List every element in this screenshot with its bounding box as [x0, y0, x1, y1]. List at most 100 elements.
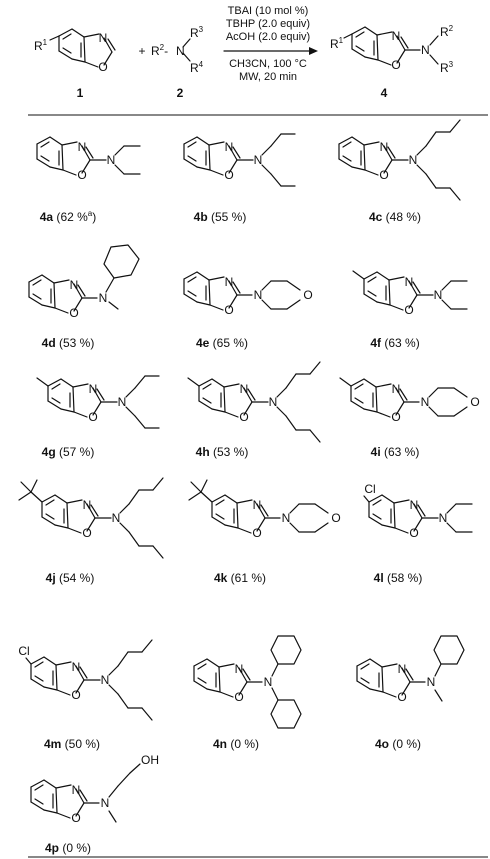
structure-4p: N O N OH [30, 753, 159, 825]
label-4n: 4n (0 %) [213, 737, 259, 751]
svg-text:N: N [392, 29, 401, 43]
svg-text:O: O [224, 168, 233, 182]
product-number: 4 [381, 86, 388, 100]
structure-4d: N O N [28, 244, 140, 320]
svg-text:N: N [99, 291, 108, 305]
svg-text:N: N [282, 511, 291, 525]
svg-text:N: N [107, 153, 116, 167]
svg-text:N: N [118, 395, 127, 409]
atom-o: O [98, 60, 107, 74]
condition-3: AcOH (2.0 equiv) [226, 31, 310, 43]
svg-text:O: O [252, 526, 261, 540]
structure-4a: N O N [36, 136, 141, 182]
structure-4l: Cl N O N [363, 482, 473, 540]
condition-5: MW, 20 min [239, 71, 297, 83]
label-4o: 4o (0 %) [375, 737, 421, 751]
condition-2: TBHP (2.0 equiv) [226, 18, 310, 30]
svg-text:O: O [82, 526, 91, 540]
label-4f: 4f (63 %) [370, 336, 419, 350]
plus-sign: + [138, 44, 145, 58]
structure-4b: N O N [183, 133, 296, 187]
svg-text:N: N [72, 783, 81, 797]
structure-4h: N O N [187, 361, 321, 443]
label-4j: 4j (54 %) [46, 571, 95, 585]
svg-text:N: N [83, 498, 92, 512]
svg-text:N: N [101, 673, 110, 687]
svg-text:N: N [264, 675, 273, 689]
label-4l: 4l (58 %) [374, 571, 423, 585]
reagent-number: 2 [177, 86, 184, 100]
structure-4k: N O N O [188, 479, 341, 540]
svg-text:N: N [78, 140, 87, 154]
svg-text:O: O [303, 288, 312, 302]
svg-text:O: O [404, 303, 413, 317]
svg-text:O: O [470, 395, 479, 409]
svg-text:N: N [434, 288, 443, 302]
svg-text:N: N [254, 153, 263, 167]
svg-text:N: N [410, 498, 419, 512]
svg-text:O: O [397, 690, 406, 704]
svg-text:N: N [439, 511, 448, 525]
svg-text:R3: R3 [190, 25, 204, 40]
svg-text:N: N [421, 395, 430, 409]
structure-4o: N O N [356, 635, 465, 704]
svg-text:R4: R4 [190, 60, 204, 75]
condition-1: TBAI (10 mol %) [228, 5, 309, 17]
svg-text:N: N [225, 275, 234, 289]
reactant-amine: R2- N R3 R4 [151, 25, 204, 75]
svg-text:N: N [398, 662, 407, 676]
svg-text:N: N [421, 43, 430, 57]
svg-text:O: O [224, 303, 233, 317]
svg-text:N: N [254, 288, 263, 302]
structure-4n: N O N [193, 635, 302, 729]
label-4c: 4c (48 %) [369, 210, 421, 224]
svg-text:O: O [77, 168, 86, 182]
substrate-number: 1 [77, 86, 84, 100]
label-4a: 4a (62 %a) [40, 209, 97, 224]
label-4g: 4g (57 %) [42, 445, 95, 459]
svg-text:N: N [409, 153, 418, 167]
structure-4j: N O N [18, 477, 164, 559]
label-4h: 4h (53 %) [196, 445, 249, 459]
svg-text:N: N [112, 511, 121, 525]
reactant-benzoxazole: N O R1 [34, 28, 116, 74]
svg-text:N: N [405, 275, 414, 289]
svg-text:O: O [409, 526, 418, 540]
svg-text:O: O [69, 306, 78, 320]
label-4e: 4e (65 %) [196, 336, 248, 350]
svg-text:N: N [427, 675, 436, 689]
structure-4m: Cl N O N [18, 639, 153, 721]
svg-text:Cl: Cl [364, 482, 375, 496]
label-4p: 4p (0 %) [45, 841, 91, 855]
product-general: N O R1 N R2 R3 [330, 24, 454, 75]
structure-4f: N O N [352, 270, 468, 317]
substituent-r1: R1 [34, 38, 48, 53]
label-4i: 4i (63 %) [371, 445, 420, 459]
label-4b: 4b (55 %) [194, 210, 247, 224]
structure-4c: N O N [338, 119, 461, 201]
svg-text:O: O [331, 511, 340, 525]
structure-4g: N O N [36, 375, 160, 429]
svg-text:N: N [72, 660, 81, 674]
svg-text:N: N [225, 140, 234, 154]
structure-4i: N O N O [339, 377, 480, 424]
svg-text:N: N [235, 662, 244, 676]
label-4k: 4k (61 %) [214, 571, 266, 585]
svg-text:R2: R2 [440, 24, 454, 39]
svg-text:O: O [71, 811, 80, 825]
svg-text:N: N [269, 395, 278, 409]
svg-text:N: N [253, 498, 262, 512]
svg-text:N: N [101, 796, 110, 810]
label-4d: 4d (53 %) [42, 336, 95, 350]
svg-text:N: N [392, 382, 401, 396]
reaction-conditions: TBAI (10 mol %) TBHP (2.0 equiv) AcOH (2… [223, 5, 318, 83]
svg-text:R3: R3 [440, 60, 454, 75]
svg-text:O: O [239, 410, 248, 424]
svg-text:Cl: Cl [18, 644, 29, 658]
svg-text:OH: OH [141, 753, 159, 767]
condition-4: CH3CN, 100 °C [229, 58, 307, 70]
svg-text:N: N [240, 382, 249, 396]
label-4m: 4m (50 %) [44, 737, 100, 751]
svg-text:R1: R1 [330, 36, 344, 51]
structure-4e: N O N O [183, 271, 313, 317]
